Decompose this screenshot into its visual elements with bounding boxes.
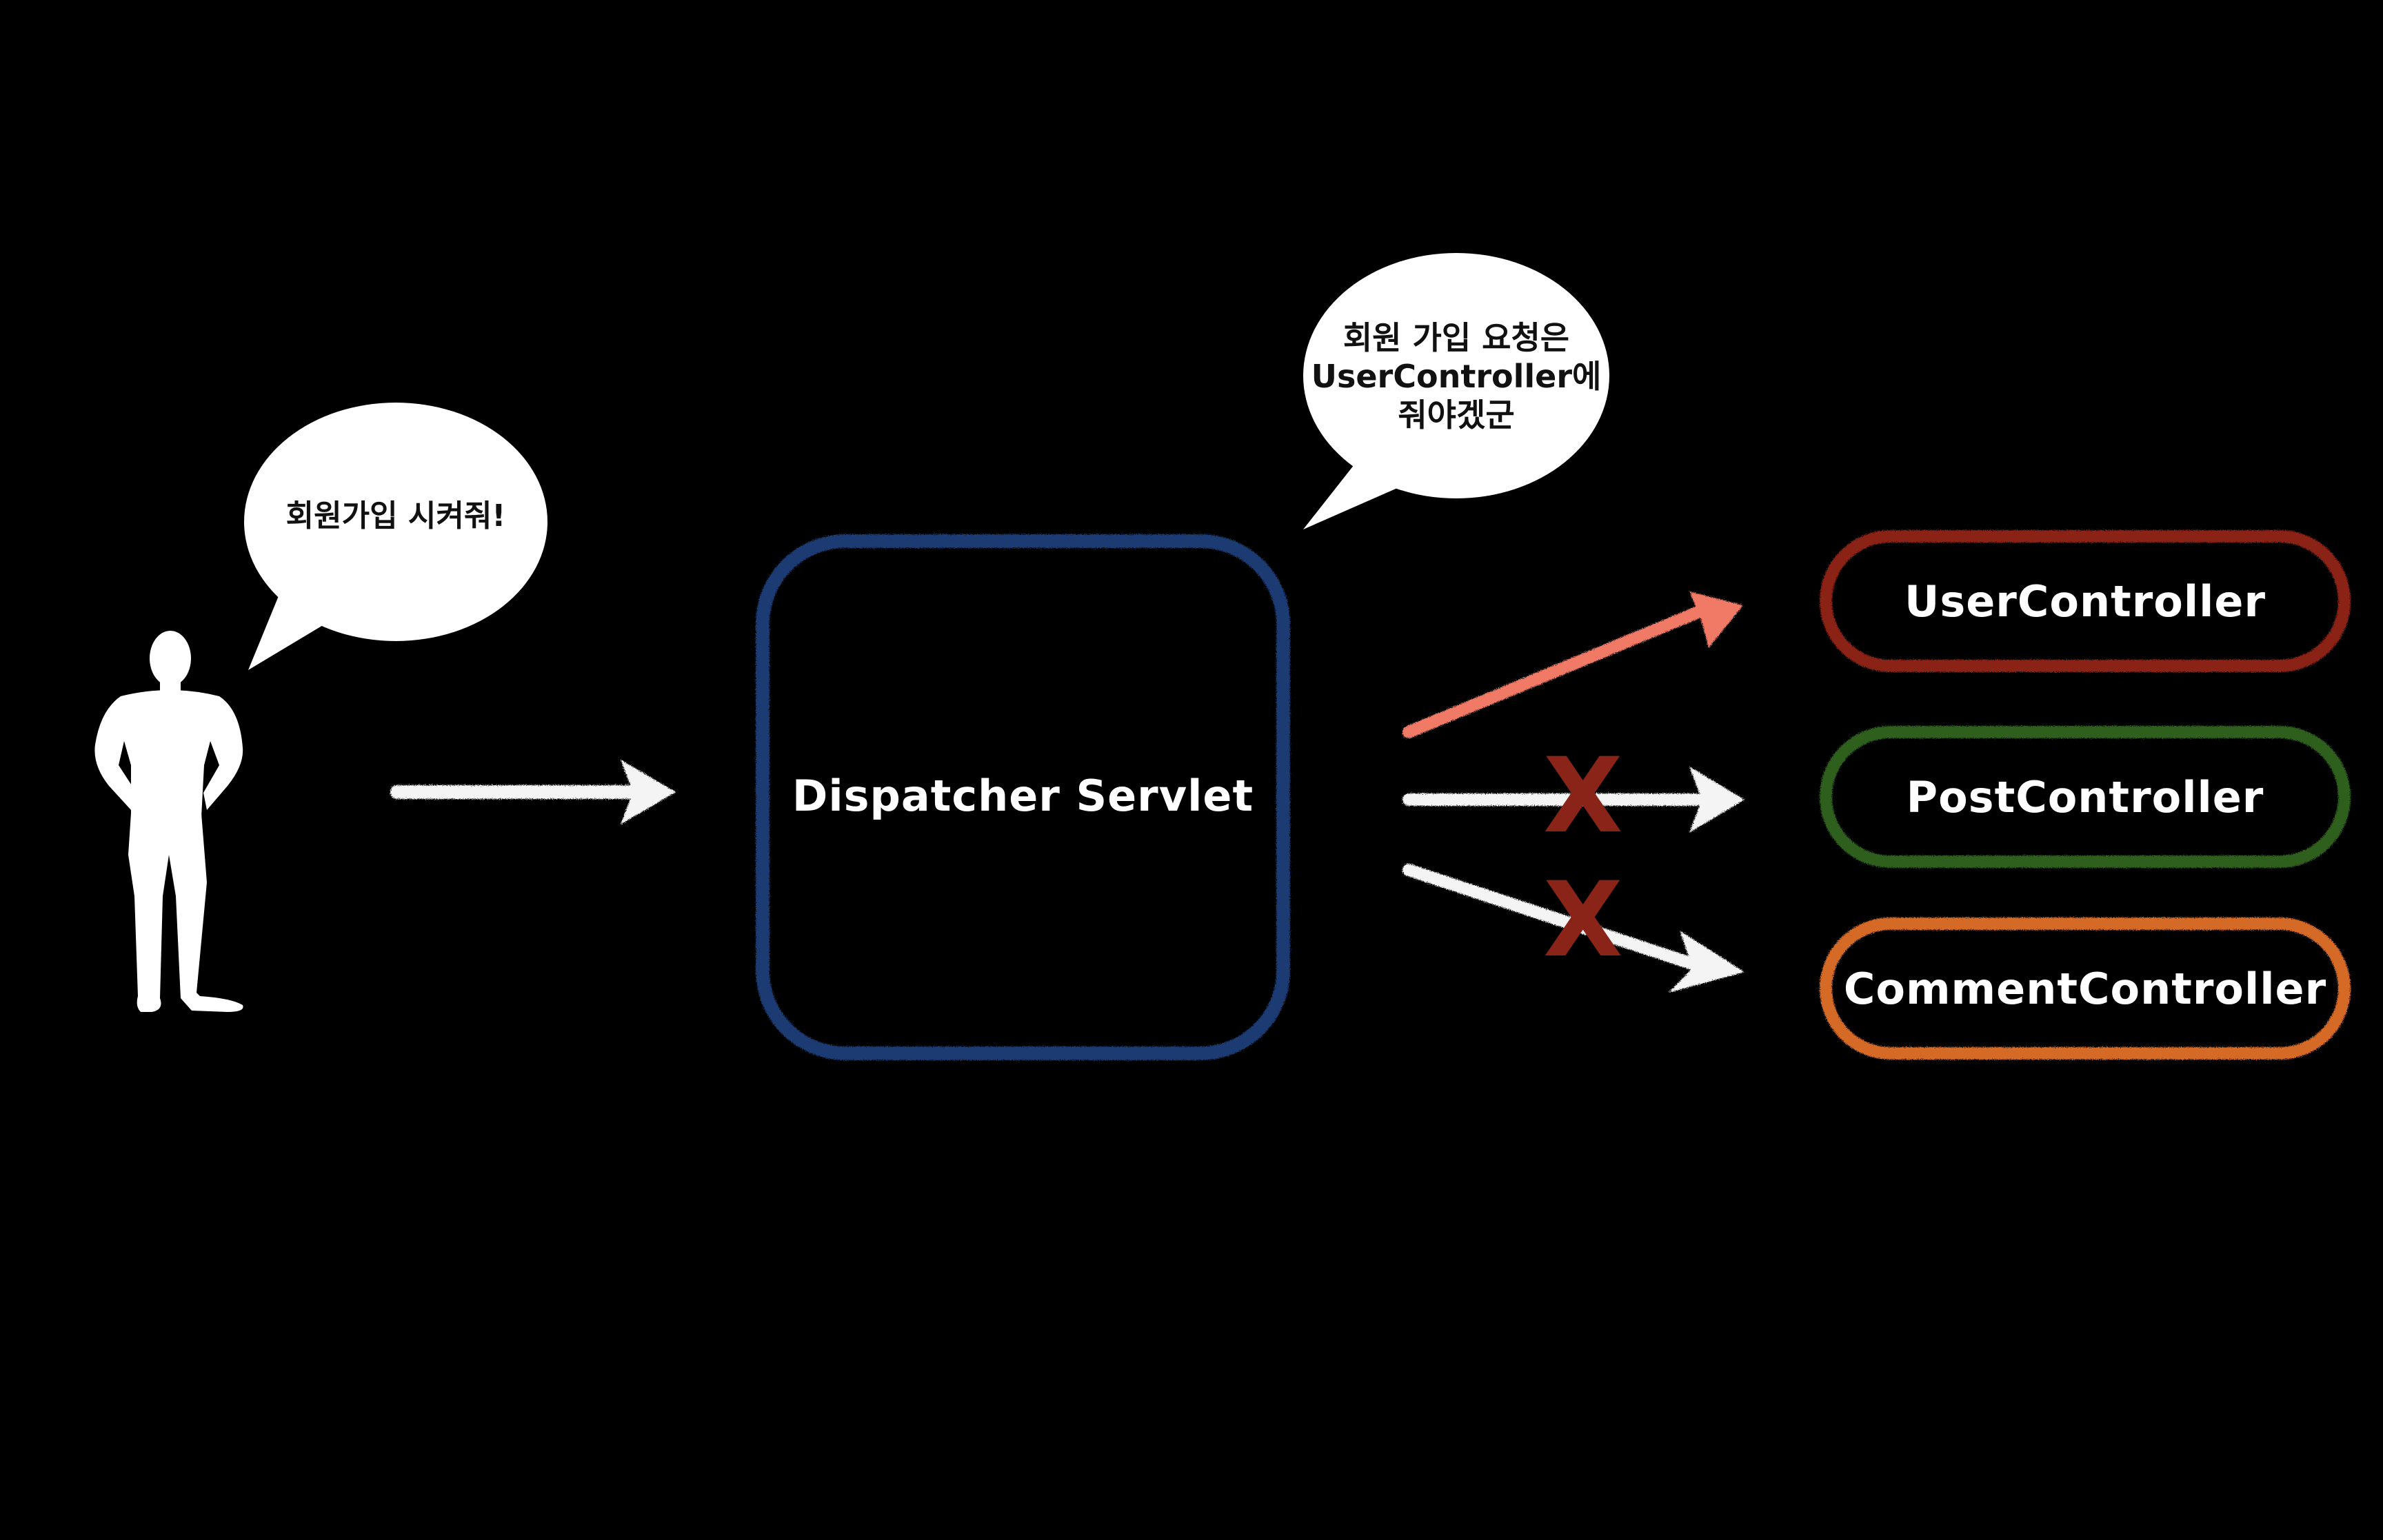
actor-speech-bubble — [244, 403, 547, 670]
user-controller-outline — [1820, 530, 2351, 672]
arrow-to-user-controller — [1402, 591, 1743, 738]
post-controller-rejection-mark: X — [1543, 736, 1623, 856]
arrow-to-comment-controller — [1402, 864, 1744, 993]
person-silhouette-icon — [94, 631, 243, 1012]
post-controller-label: PostController — [1906, 771, 2264, 822]
dispatcher-servlet-label: Dispatcher Servlet — [792, 771, 1254, 821]
comment-controller-outline — [1820, 918, 2351, 1060]
actor-speech-line: 회원가입 시켜줘! — [285, 498, 506, 534]
post-controller-outline — [1820, 726, 2351, 868]
comment-controller-rejection-mark: X — [1543, 860, 1623, 980]
dispatcher-speech-line-1: 회원 가입 요청은 — [1343, 319, 1570, 356]
dispatcher-servlet-box — [756, 534, 1290, 1060]
actor-speech-text: 회원가입 시켜줘! — [251, 498, 541, 535]
dispatcher-speech-text: 회원 가입 요청은 UserController에 줘야겠군 — [1305, 318, 1608, 434]
dispatcher-speech-line-2: UserController에 — [1311, 358, 1602, 396]
request-arrow — [390, 760, 676, 824]
dispatcher-speech-bubble — [1303, 253, 1609, 529]
user-controller-label: UserController — [1904, 576, 2266, 627]
arrow-to-post-controller — [1402, 767, 1744, 833]
dispatcher-speech-line-3: 줘야겠군 — [1398, 396, 1515, 434]
comment-controller-label: CommentController — [1843, 963, 2327, 1014]
